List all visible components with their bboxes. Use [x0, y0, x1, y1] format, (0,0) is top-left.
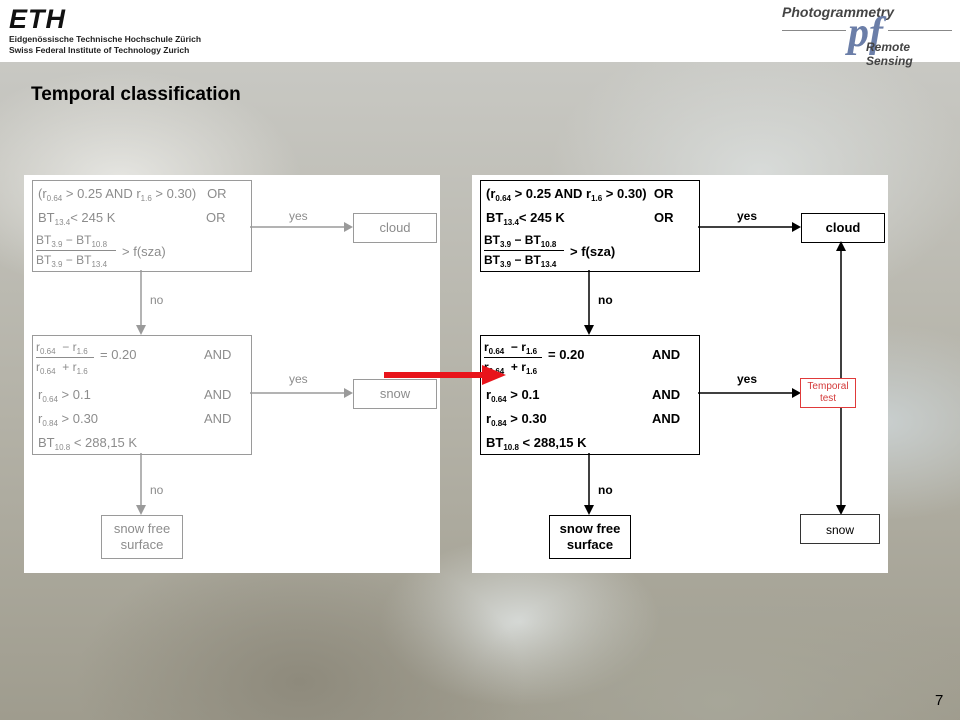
ndsi-and-b: AND — [652, 347, 681, 362]
cloud-frac-num-b: BT3.9 − BT10.8 — [484, 233, 557, 249]
cloud-cond-1: (r0.64 > 0.25 AND r1.6 > 0.30) OR — [38, 186, 227, 203]
pf-rule-right — [888, 30, 952, 31]
ndsi-den: r0.64 + r1.6 — [36, 360, 88, 376]
snow-result-box: snow — [800, 514, 880, 544]
cloud-frac-line — [36, 250, 116, 251]
snowfree-line-2-b: surface — [566, 537, 614, 552]
cloud-test-box-2 — [480, 180, 700, 272]
cloud-cond-3: > f(sza) — [122, 244, 166, 259]
flowchart-temporal: (r0.64 > 0.25 AND r1.6 > 0.30) OR BT13.4… — [472, 175, 888, 573]
cloud-cond-2-or-b: OR — [654, 210, 674, 225]
snow-cond-2-and-b: AND — [652, 387, 681, 402]
cloud-frac-num: BT3.9 − BT10.8 — [36, 233, 108, 249]
snow-cond-4-b: BT10.8 < 288,15 K — [486, 435, 587, 452]
ndsi-and: AND — [204, 347, 232, 362]
slide-header: ETH Eidgenössische Technische Hochschule… — [0, 0, 960, 68]
no-label-1: no — [150, 293, 164, 307]
pf-rule-left — [782, 30, 846, 31]
ndsi-num-b: r0.64 − r1.6 — [484, 340, 538, 356]
snow-test-box — [32, 335, 252, 455]
snow-cond-3-and: AND — [204, 411, 232, 426]
pf-subtitle: Remote Sensing — [866, 40, 913, 68]
snow-cond-3-and-b: AND — [652, 411, 681, 426]
yes-label-1: yes — [289, 209, 308, 223]
eth-name-de: Eidgenössische Technische Hochschule Zür… — [9, 34, 202, 44]
eth-logo: ETH — [9, 4, 66, 34]
ndsi-frac-line-b — [484, 357, 542, 358]
ndsi-num: r0.64 − r1.6 — [36, 340, 88, 356]
no-label-4: no — [598, 483, 613, 497]
snow-test-box-2 — [480, 335, 700, 455]
pf-title: Photogrammetry — [782, 4, 895, 20]
eth-name-en: Swiss Federal Institute of Technology Zu… — [9, 45, 190, 55]
snowfree-outcome-2: snow free surface — [549, 515, 631, 559]
faded-arrows — [136, 222, 353, 515]
flowchart-faded: (r0.64 > 0.25 AND r1.6 > 0.30) OR BT13.4… — [24, 175, 440, 573]
cloud-frac-den: BT3.9 − BT13.4 — [36, 253, 108, 269]
slide-title: Temporal classification — [31, 84, 241, 105]
cloud-cond-2-or: OR — [206, 210, 226, 225]
snowfree-outcome: snow free surface — [101, 515, 183, 559]
cloud-outcome-2: cloud — [801, 213, 885, 243]
snowfree-line-2: surface — [120, 537, 164, 552]
temporal-line-1: Temporal — [807, 381, 849, 392]
snow-cond-3-b: r0.84 > 0.30 — [486, 411, 547, 428]
cloud-cond-2-b: BT13.4< 245 K — [486, 210, 565, 227]
snow-cond-2: r0.64 > 0.1 — [38, 387, 91, 404]
temporal-line-2: test — [819, 393, 837, 404]
ndsi-frac-line — [36, 357, 94, 358]
temporal-test-box: Temporal test — [800, 378, 856, 408]
snowfree-line-1: snow free — [113, 521, 171, 536]
snow-outcome: snow — [353, 379, 437, 409]
yes-label-4: yes — [737, 372, 758, 386]
snowfree-line-1-b: snow free — [559, 521, 621, 536]
snow-cond-3: r0.84 > 0.30 — [38, 411, 99, 428]
temporal-arrows — [584, 222, 846, 515]
cloud-cond-2: BT13.4< 245 K — [38, 210, 116, 227]
yes-label-2: yes — [289, 372, 308, 386]
snow-cond-4: BT10.8 < 288,15 K — [38, 435, 138, 452]
yes-label-3: yes — [737, 209, 758, 223]
page-number: 7 — [935, 692, 944, 709]
ndsi-threshold-b: = 0.20 — [548, 347, 585, 362]
cloud-frac-line-b — [484, 250, 564, 251]
cloud-frac-den-b: BT3.9 − BT13.4 — [484, 253, 557, 269]
cloud-outcome: cloud — [353, 213, 437, 243]
ndsi-threshold: = 0.20 — [100, 347, 137, 362]
no-label-2: no — [150, 483, 164, 497]
cloud-cond-1-b: (r0.64 > 0.25 AND r1.6 > 0.30) OR — [486, 186, 674, 203]
snow-cond-2-b: r0.64 > 0.1 — [486, 387, 540, 404]
no-label-3: no — [598, 293, 613, 307]
pf-logo: pf — [848, 10, 883, 56]
snow-cond-2-and: AND — [204, 387, 232, 402]
cloud-test-box — [32, 180, 252, 272]
cloud-cond-3-b: > f(sza) — [570, 244, 616, 259]
